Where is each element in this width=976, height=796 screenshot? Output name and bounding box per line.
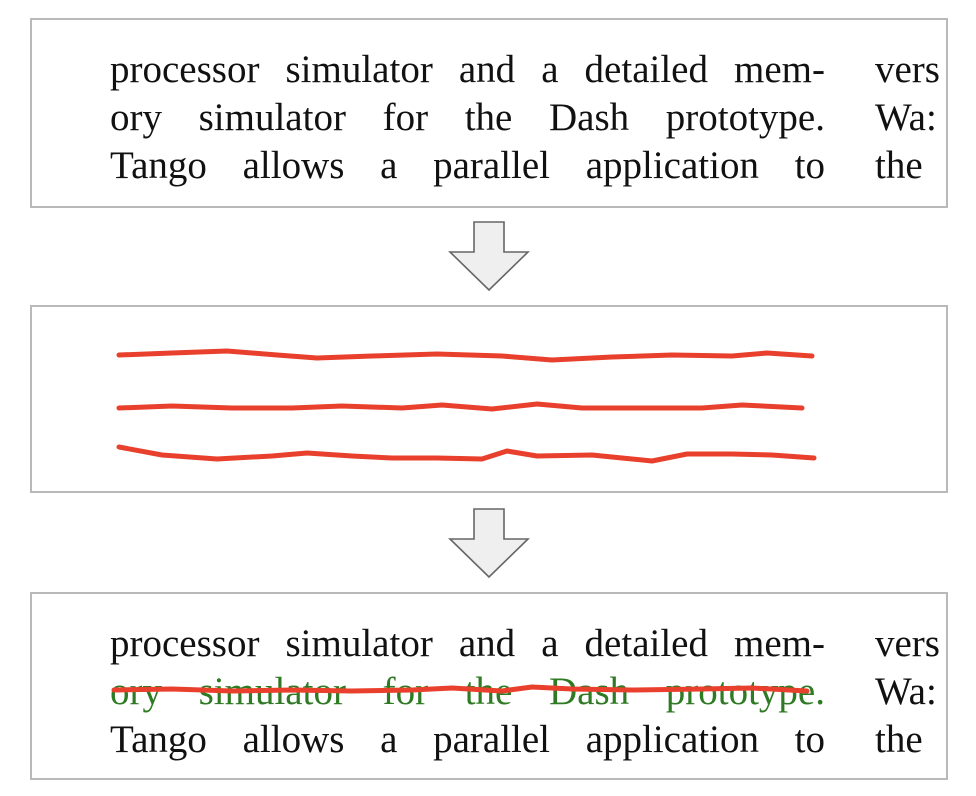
result-side-text-1: vers bbox=[875, 622, 940, 665]
pen-stroke-2 bbox=[116, 401, 805, 412]
strikethrough-overlay bbox=[111, 684, 810, 694]
result-side-text-2: Wa: bbox=[875, 670, 937, 713]
result-text-line-1: processor simulator and a detailed mem- bbox=[110, 622, 825, 665]
source-side-text-3: the bbox=[875, 144, 923, 187]
source-text-panel: processor simulator and a detailed mem- … bbox=[30, 18, 948, 208]
pen-strokes-canvas bbox=[116, 348, 817, 464]
pen-strokes-panel bbox=[30, 305, 948, 493]
source-text-line-3: Tango allows a parallel application to bbox=[110, 144, 825, 187]
source-text-line-1: processor simulator and a detailed mem- bbox=[110, 48, 825, 91]
source-text-line-2: ory simulator for the Dash prototype. bbox=[110, 96, 825, 139]
result-text-panel: processor simulator and a detailed mem- … bbox=[30, 592, 948, 780]
down-arrow-icon bbox=[448, 508, 530, 579]
source-side-text-1: vers bbox=[875, 48, 940, 91]
result-text-line-3: Tango allows a parallel application to bbox=[110, 718, 825, 761]
pen-stroke-3 bbox=[116, 444, 817, 464]
strikethrough-stroke bbox=[111, 684, 810, 694]
down-arrow-icon bbox=[448, 221, 530, 292]
result-side-text-3: the bbox=[875, 718, 923, 761]
pen-stroke-1 bbox=[116, 348, 815, 363]
source-side-text-2: Wa: bbox=[875, 96, 937, 139]
